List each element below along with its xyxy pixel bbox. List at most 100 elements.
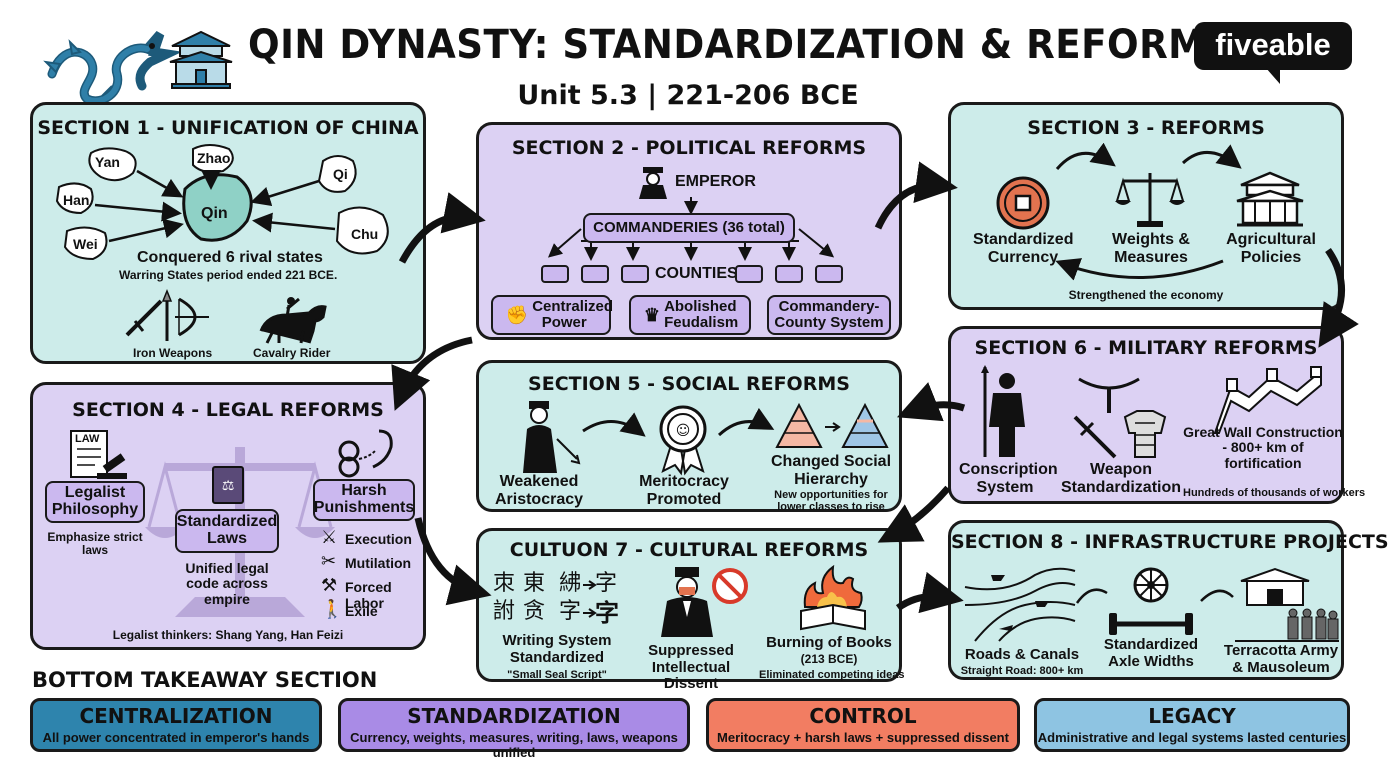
weights-measures-label: Weights & Measures: [1112, 231, 1190, 266]
section-1-note: Warring States period ended 221 BCE.: [119, 268, 338, 282]
section-8-panel: SECTION 8 - INFRASTRUCTURE PROJECTS: [948, 520, 1389, 680]
mutilation-icon: ✂: [321, 551, 337, 572]
agricultural-building-icon: [1236, 171, 1304, 227]
seal-script-char: 字: [559, 599, 582, 624]
county-box: [775, 265, 803, 283]
abolished-feudalism-label: Abolished Feudalism: [664, 298, 739, 331]
burning-books-icon: [800, 564, 866, 631]
merit-badge-icon: ☺: [659, 405, 707, 476]
law-label: LAW: [75, 433, 100, 445]
state-yan: Yan: [95, 154, 120, 170]
section-6-panel: SECTION 6 - MILITARY REFORMS Conscriptio…: [948, 326, 1366, 504]
page-subtitle: Unit 5.3 | 221-206 BCE: [517, 80, 859, 111]
section-8-connectors: [1075, 588, 1234, 604]
writing-system-label: Writing System Standardized: [502, 632, 612, 666]
warring-states-map: [55, 144, 389, 261]
abolished-feudalism-box: ♛ Abolished Feudalism: [629, 295, 751, 335]
svg-text:⚖: ⚖: [222, 478, 235, 494]
standardized-currency-label: Standardized Currency: [973, 231, 1074, 266]
county-box: [735, 265, 763, 283]
state-chu: Chu: [351, 226, 379, 242]
county-box: [541, 265, 569, 283]
county-box: [815, 265, 843, 283]
section-8-title: SECTION 8 - INFRASTRUCTURE PROJECTS: [951, 531, 1389, 553]
state-qin: Qin: [201, 205, 228, 222]
roads-canals-icon: [964, 567, 1076, 642]
takeaway-title: CENTRALIZATION: [79, 704, 273, 728]
suppressed-dissent-label: Suppressed Intellectual Dissent: [648, 642, 734, 692]
axle-wheels-icon: [1109, 567, 1193, 635]
takeaway-text: Meritocracy + harsh laws + suppressed di…: [717, 730, 1009, 745]
page-title: QIN DYNASTY: STANDARDIZATION & REFORMS: [248, 22, 1233, 68]
section-1-caption: Conquered 6 rival states: [137, 249, 323, 266]
meritocracy-promoted-label: Meritocracy Promoted: [639, 473, 729, 508]
section-5-note: New opportunities for lower classes to r…: [774, 489, 888, 514]
takeaway-control: CONTROL Meritocracy + harsh laws + suppr…: [706, 698, 1020, 752]
section-1-title: SECTION 1 - UNIFICATION OF CHINA: [37, 117, 419, 139]
section-7-panel: CULTUON 7 - CULTURAL REFORMS 朿 東 紼 字 詂 贪…: [476, 528, 904, 692]
punishment-execution: Execution: [345, 531, 412, 547]
legalist-thinkers: Legalist thinkers: Shang Yang, Han Feizi: [112, 628, 344, 642]
centralized-power-label: Centralized Power: [532, 298, 614, 331]
burning-books-label: Burning of Books: [766, 634, 892, 651]
crown-icon: ♛: [643, 305, 661, 325]
dragon-icon: [43, 31, 183, 106]
shackles-icon: [338, 429, 393, 478]
takeaway-text: Currency, weights, measures, writing, la…: [350, 730, 678, 760]
exile-icon: 🚶: [321, 599, 344, 620]
iron-weapons-label: Iron Weapons: [133, 346, 213, 360]
emperor-icon: [639, 167, 667, 199]
palace-icon: [169, 30, 233, 89]
seal-script-char: 詂: [493, 599, 516, 624]
section-7-title: CULTUON 7 - CULTURAL REFORMS: [509, 539, 869, 561]
scholar-icon: [661, 567, 713, 637]
law-book-icon: ⚖: [212, 466, 244, 504]
takeaway-heading: BOTTOM TAKEAWAY SECTION: [32, 668, 378, 692]
seal-script-char: 贪: [523, 599, 546, 624]
section-4-title: SECTION 4 - LEGAL REFORMS: [72, 399, 384, 421]
cycle-arrows: [1055, 142, 1242, 281]
terracotta-army-label: Terracotta Army & Mausoleum: [1223, 642, 1339, 676]
state-wei: Wei: [73, 236, 98, 252]
commandery-county-box: Commandery-County System: [767, 295, 891, 335]
county-box: [621, 265, 649, 283]
cavalry-rider-label: Cavalry Rider: [253, 346, 331, 360]
roads-canals-label: Roads & Canals: [964, 646, 1080, 663]
section-4-panel: SECTION 4 - LEGAL REFORMS LAW Legalist P…: [30, 382, 426, 650]
conscription-system-label: Conscription System: [959, 461, 1058, 496]
changed-social-hierarchy-label: Changed Social Hierarchy: [770, 453, 892, 488]
svg-text:☺: ☺: [676, 423, 691, 439]
seal-script-char: 朿: [493, 571, 516, 596]
section-3-panel: SECTION 3 - REFORMS Standardized Currenc…: [948, 102, 1344, 310]
cavalry-rider-icon: [259, 297, 327, 344]
state-zhao: Zhao: [197, 150, 231, 166]
fiveable-logo: fiveable: [1194, 22, 1352, 84]
coin-icon: [996, 176, 1050, 230]
takeaway-title: LEGACY: [1148, 704, 1236, 728]
standardized-laws-note: Unified legal code across empire: [185, 560, 269, 607]
execution-icon: ⚔: [321, 527, 338, 548]
law-scroll-icon: [70, 430, 127, 479]
legalist-philosophy-box: Legalist Philosophy: [45, 481, 145, 523]
seal-script-char: 紼: [559, 571, 582, 596]
commanderies-box: COMMANDERIES (36 total): [583, 213, 795, 243]
hierarchy-pyramids-icon: [775, 402, 889, 448]
harsh-punishments-box: Harsh Punishments: [313, 479, 415, 521]
scale-icon: [1115, 173, 1185, 227]
section-6-note: Hundreds of thousands of workers: [1183, 487, 1366, 499]
seal-script-char: 字: [595, 599, 619, 627]
section-2-title: SECTION 2 - POLITICAL REFORMS: [511, 137, 867, 159]
section-2-panel: SECTION 2 - POLITICAL REFORMS EMPEROR CO…: [476, 122, 902, 340]
standardized-laws-box: Standardized Laws: [175, 509, 279, 553]
counties-label: COUNTIES: [655, 265, 738, 282]
punishment-mutilation: Mutilation: [345, 555, 412, 571]
section-3-title: SECTION 3 - REFORMS: [1027, 117, 1265, 139]
soldier-icon: [981, 365, 1025, 457]
section-5-panel: SECTION 5 - SOCIAL REFORMS ☺ Weakened Ar…: [476, 360, 902, 514]
section-5-arrows: [582, 407, 775, 437]
great-wall-icon: [1213, 366, 1322, 434]
county-box: [581, 265, 609, 283]
legalist-philosophy-note: Emphasize strict laws: [47, 530, 143, 558]
state-han: Han: [63, 192, 90, 208]
section-3-caption: Strengthened the economy: [1068, 288, 1224, 302]
